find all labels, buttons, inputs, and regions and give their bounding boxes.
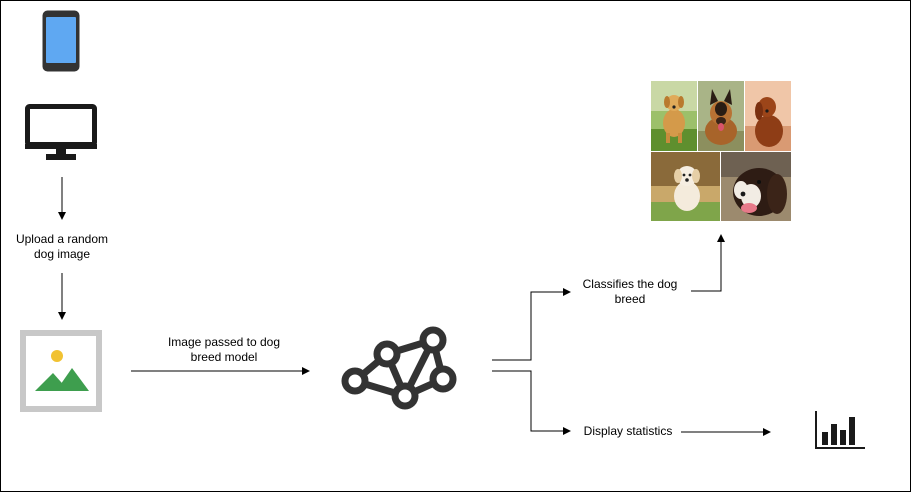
arrow-classify-to-collage <box>691 234 725 292</box>
image-placeholder-icon <box>20 330 102 412</box>
arrow-model-to-classify <box>492 288 571 361</box>
dog-photo-golden-retriever <box>651 81 697 151</box>
dog-photo-spaniel <box>721 152 791 221</box>
neural-network-icon <box>341 326 457 410</box>
phone-icon <box>42 10 80 72</box>
upload-label: Upload a random dog image <box>15 232 109 261</box>
passed-label: Image passed to dog breed model <box>167 335 281 364</box>
classifies-label: Classifies the dog breed <box>582 277 678 306</box>
arrow-model-to-statistics <box>492 370 571 435</box>
monitor-icon <box>25 104 97 160</box>
statistics-label: Display statistics <box>583 424 673 438</box>
dog-photo-puppy <box>651 152 720 221</box>
dog-photo-collage <box>651 81 791 221</box>
dog-photo-german-shepherd <box>698 81 744 151</box>
bar-chart-icon <box>815 411 865 449</box>
dog-photo-irish-setter <box>745 81 791 151</box>
